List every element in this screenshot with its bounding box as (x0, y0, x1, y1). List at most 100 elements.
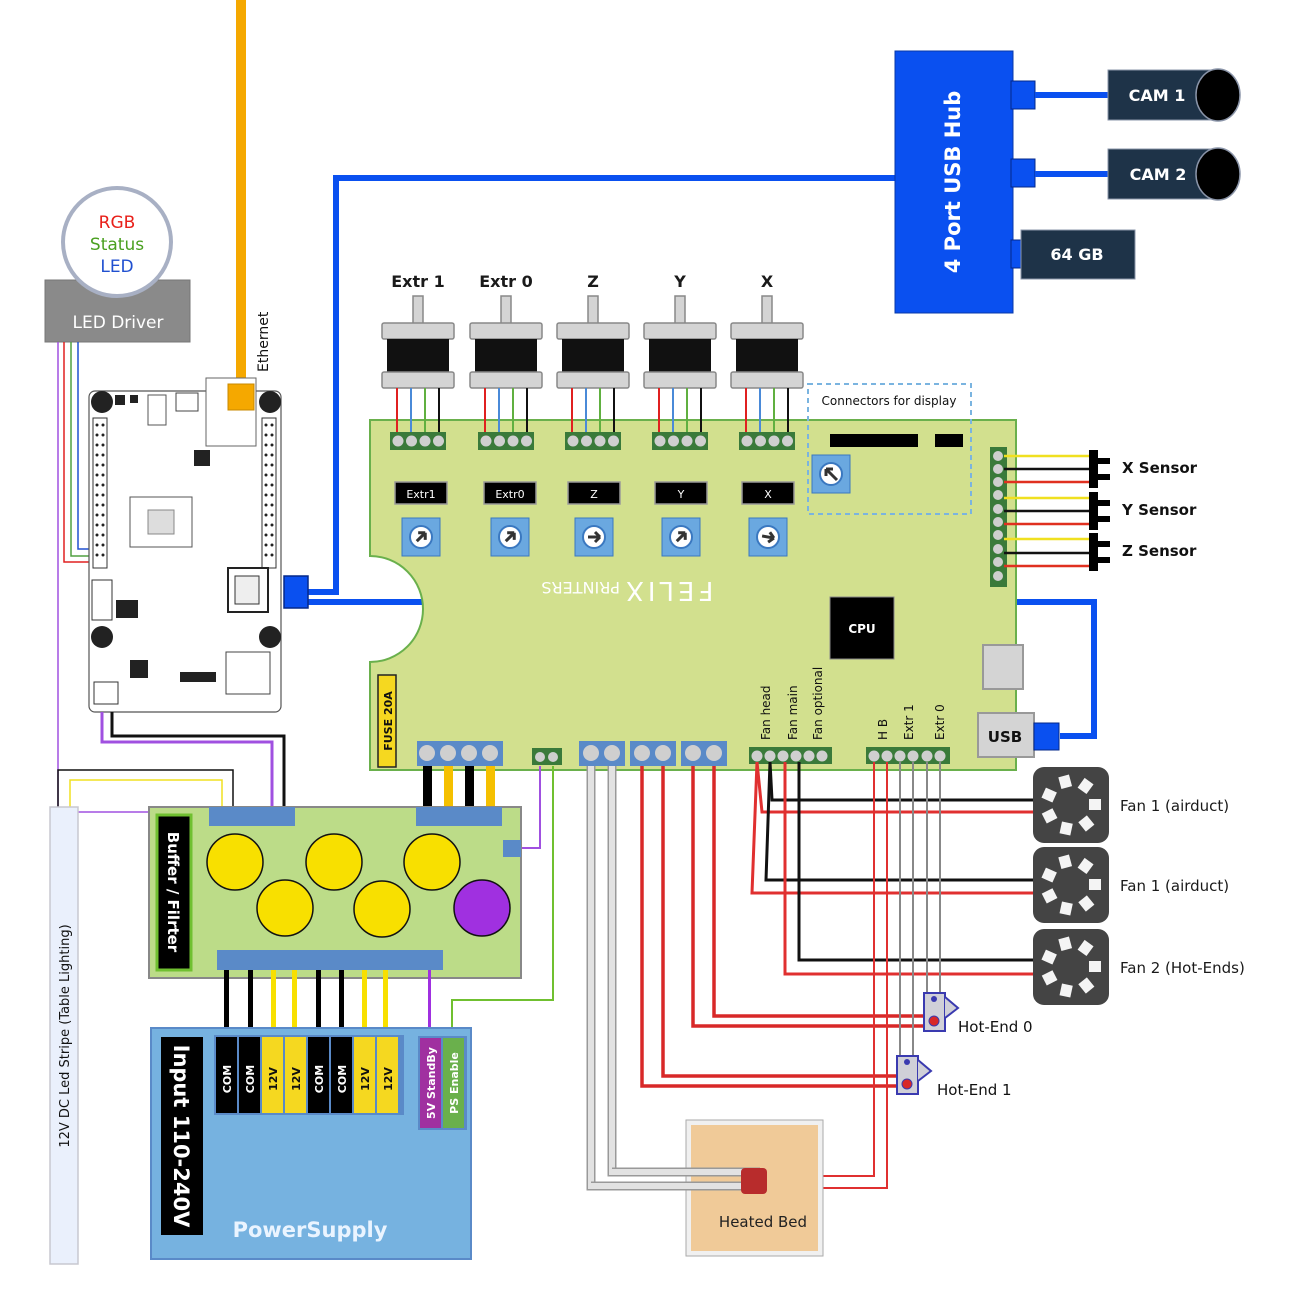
cubieboard-usb-port (283, 575, 309, 609)
x-sensor-label: X Sensor (1122, 459, 1198, 477)
stepper-motor: Z (556, 272, 630, 450)
psu-input-label: Input 110-240V (169, 1045, 193, 1228)
psu-terminal-label: 12V (382, 1067, 395, 1091)
endstop-sensors: X Sensor Y Sensor Z Sensor (1004, 450, 1198, 571)
fan-wires (750, 761, 1034, 976)
psu-terminal-label: COM (336, 1065, 349, 1093)
driver-label: Extr0 (495, 488, 524, 501)
psu-terminal: COM (239, 1037, 260, 1113)
psu-terminal-label: COM (221, 1065, 234, 1093)
driver-label: Z (590, 488, 598, 501)
stepper-motor: X (730, 272, 804, 450)
psu-wires (224, 970, 431, 1028)
usb-hub: 4 Port USB Hub CAM 1 CAM 2 64 GB (894, 50, 1241, 314)
psu-terminal-label: 12V (267, 1067, 280, 1091)
driver-potentiometer[interactable] (748, 517, 788, 557)
driver-potentiometer[interactable] (574, 517, 614, 557)
fan-label: Fan 1 (airduct) (1120, 797, 1229, 815)
camera-1: CAM 1 (1107, 68, 1241, 122)
led-stripe-label: 12V DC Led Stripe (Table Lighting) (58, 924, 73, 1147)
heated-bed: Heated Bed (591, 1119, 824, 1257)
buffer-filter: Buffer / Filrter (148, 806, 522, 979)
motor-label: Extr 1 (391, 272, 445, 291)
psu-standby-label: 5V StandBy (425, 1047, 438, 1119)
psu-terminal: 12V (354, 1037, 375, 1113)
rgb-status-led (61, 186, 173, 298)
motor-label: Extr 0 (479, 272, 533, 291)
fan-main-header-label: Fan main (786, 685, 800, 740)
led-rgb-text: RGB (99, 213, 136, 233)
led-status-text: Status (90, 235, 144, 255)
board-bottom-terminals: Fan head Fan main Fan optional H B Extr … (417, 667, 950, 766)
display-potentiometer[interactable] (811, 454, 851, 494)
hot-end-0: Hot-End 0 (923, 992, 1033, 1036)
usb-hub-body (894, 50, 1014, 314)
y-sensor-label: Y Sensor (1121, 501, 1197, 519)
stepper-driver: Y (654, 481, 708, 557)
board-usb-label: USB (988, 728, 1022, 746)
extr1-thermistor-label: Extr 1 (902, 704, 916, 740)
hb-thermistor-label: H B (876, 719, 890, 740)
extr0-thermistor-label: Extr 0 (933, 704, 947, 740)
motor-label: Y (673, 272, 686, 291)
usb-storage-label: 64 GB (1050, 245, 1103, 264)
stepper-driver: X (741, 481, 795, 557)
board-usb-port (977, 712, 1035, 758)
fan: Fan 1 (airduct) (1033, 767, 1229, 843)
psu-terminal-label: 12V (359, 1067, 372, 1091)
fan: Fan 2 (Hot-Ends) (1033, 929, 1245, 1005)
psu-terminal-label: COM (244, 1065, 257, 1093)
stepper-driver: Extr1 (394, 481, 448, 557)
stepper-driver: Extr0 (483, 481, 537, 557)
driver-label: Y (677, 488, 685, 501)
camera-1-label: CAM 1 (1129, 86, 1186, 105)
hot-end-1: Hot-End 1 (896, 1055, 1012, 1099)
led-driver-label: LED Driver (72, 313, 163, 333)
psu-terminal-label: COM (313, 1065, 326, 1093)
ethernet-label: Ethernet (256, 311, 272, 372)
hot-end-1-label: Hot-End 1 (937, 1081, 1012, 1099)
fan-optional-header-label: Fan optional (811, 667, 825, 740)
psu-terminal: 12V (377, 1037, 398, 1113)
psu-terminal: COM (216, 1037, 237, 1113)
psu-terminal: 12V (262, 1037, 283, 1113)
fan-label: Fan 1 (airduct) (1120, 877, 1229, 895)
cpu-chip (829, 596, 895, 660)
psu-terminal-label: 12V (290, 1067, 303, 1091)
driver-potentiometer[interactable] (661, 517, 701, 557)
stepper-driver: Z (567, 481, 621, 557)
led-stripe: 12V DC Led Stripe (Table Lighting) (49, 806, 79, 1265)
psu-terminal: COM (331, 1037, 352, 1113)
psu-terminal: COM (308, 1037, 329, 1113)
cubieboard (88, 377, 309, 713)
motor-label: X (761, 272, 774, 291)
fan-label: Fan 2 (Hot-Ends) (1120, 959, 1245, 977)
fan: Fan 1 (airduct) (1033, 847, 1229, 923)
driver-label: X (764, 488, 772, 501)
cpu-label: CPU (848, 622, 875, 636)
fan-head-header-label: Fan head (759, 685, 773, 740)
ethernet-cable (236, 0, 246, 390)
display-connectors-area (807, 383, 972, 515)
usb-storage: 64 GB (1020, 229, 1136, 280)
display-connectors-label: Connectors for display (822, 394, 957, 408)
camera-2-label: CAM 2 (1130, 165, 1187, 184)
brand-sub: PRINTERS (541, 578, 620, 597)
usb-hub-label: 4 Port USB Hub (941, 91, 965, 274)
led-driver-group: RGB Status LED LED Driver (44, 186, 254, 813)
usb-cable-hub (300, 175, 896, 595)
motor-label: Z (587, 272, 599, 291)
psu-label: PowerSupply (233, 1218, 388, 1242)
psu-enable-label: PS Enable (448, 1052, 461, 1114)
camera-2: CAM 2 (1107, 147, 1241, 201)
buffer-filter-label: Buffer / Filrter (164, 832, 182, 953)
fuse-label: FUSE 20A (382, 691, 395, 751)
hot-end-0-label: Hot-End 0 (958, 1018, 1033, 1036)
driver-potentiometer[interactable] (490, 517, 530, 557)
psu-terminal: 12V (285, 1037, 306, 1113)
felix-mainboard: FELIX PRINTERS CPU USB FUSE 20A Connecto… (369, 383, 1060, 771)
fuse (377, 674, 397, 768)
driver-potentiometer[interactable] (401, 517, 441, 557)
heated-bed-label: Heated Bed (719, 1213, 807, 1231)
